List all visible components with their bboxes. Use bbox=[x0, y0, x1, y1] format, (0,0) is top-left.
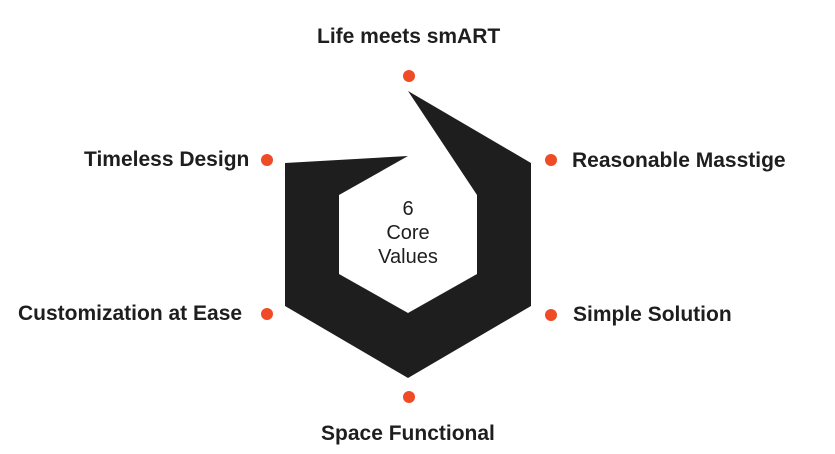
value-label-reasonable-masstige: Reasonable Masstige bbox=[572, 149, 786, 172]
dot-timeless-design bbox=[261, 154, 273, 166]
dot-life-meets-smart bbox=[403, 70, 415, 82]
dot-reasonable-masstige bbox=[545, 154, 557, 166]
value-label-life-meets-smart: Life meets smART bbox=[317, 25, 501, 48]
center-label-line-1: 6 bbox=[402, 198, 414, 220]
center-label-line-3: Values bbox=[378, 246, 438, 268]
center-label-line-2: Core bbox=[386, 222, 430, 244]
value-label-simple-solution: Simple Solution bbox=[573, 303, 732, 326]
center-label: 6 Core Values bbox=[360, 197, 456, 269]
value-label-customization-at-ease: Customization at Ease bbox=[18, 302, 243, 325]
hexagon-ring bbox=[285, 91, 531, 378]
value-label-space-functional: Space Functional bbox=[321, 422, 495, 445]
dot-customization-at-ease bbox=[261, 308, 273, 320]
dot-simple-solution bbox=[545, 309, 557, 321]
dot-space-functional bbox=[403, 391, 415, 403]
value-label-timeless-design: Timeless Design bbox=[84, 148, 250, 171]
